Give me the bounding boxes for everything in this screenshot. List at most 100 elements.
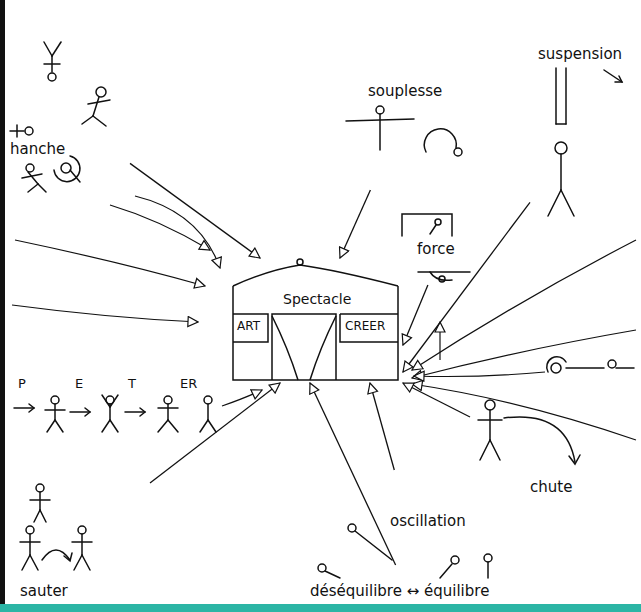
concept-arrow xyxy=(403,285,428,345)
hanche-figures xyxy=(22,174,42,178)
right-arrows xyxy=(412,240,636,370)
left-arrows xyxy=(222,390,262,406)
concept-text: force xyxy=(417,240,455,258)
equilibre-figures xyxy=(325,571,340,578)
concept-node: suspension xyxy=(530,45,627,230)
hanche-figures xyxy=(88,100,110,104)
rolling-figure xyxy=(551,363,561,373)
sequence-figures xyxy=(45,409,65,411)
sequence-figures xyxy=(14,395,216,432)
concept-text: oscillation xyxy=(390,512,466,530)
equilibre-figures xyxy=(440,564,452,578)
sequence-figures xyxy=(54,404,56,420)
force-figures xyxy=(430,225,436,234)
force-figures xyxy=(435,219,441,225)
chute-figure xyxy=(489,410,491,440)
tent-line xyxy=(272,316,336,380)
suspension-figure xyxy=(561,190,574,216)
hanche-figures xyxy=(26,164,34,172)
concept-node: souplesse xyxy=(330,80,460,190)
concept-node: oscillation xyxy=(345,470,470,565)
suspension-figure xyxy=(565,68,567,124)
sauter-figures xyxy=(26,526,34,534)
hanche-figures xyxy=(93,97,99,116)
sauter-figures xyxy=(36,484,44,492)
sauter-figures xyxy=(64,553,72,561)
hanche-figures xyxy=(28,172,38,184)
left-border-bar xyxy=(0,0,5,612)
chute-figure xyxy=(478,400,580,464)
chute-figure xyxy=(480,440,490,460)
sauter-figures xyxy=(20,484,92,570)
right-arrows xyxy=(412,330,636,378)
concept-text: sauter xyxy=(20,582,68,600)
tent-line xyxy=(340,314,398,342)
concept-arrow xyxy=(403,202,530,372)
sequence-figures xyxy=(110,420,118,432)
equilibre-figures xyxy=(451,556,459,564)
sauter-figures xyxy=(40,510,46,522)
sauter-figures xyxy=(29,534,31,555)
sequence-figures xyxy=(200,420,208,432)
sauter-figures xyxy=(22,555,30,570)
equilibre-figures xyxy=(487,562,489,578)
sequence-figures xyxy=(47,420,55,432)
souplesse-figures xyxy=(424,129,456,152)
sauter-figures xyxy=(78,526,86,534)
force-figures xyxy=(418,271,470,273)
tent-line xyxy=(233,265,398,286)
sauter-figures xyxy=(39,492,41,510)
chute-figure xyxy=(485,400,495,410)
hanche-figures xyxy=(61,163,71,173)
rolling-figure xyxy=(616,367,634,369)
equilibre-figures xyxy=(318,554,492,578)
chute-figure xyxy=(504,417,575,462)
right-arrows xyxy=(439,322,440,360)
souplesse-figures xyxy=(376,106,384,114)
chute-figure xyxy=(478,419,502,421)
concept-node: déséquilibre ↔ équilibre xyxy=(290,565,520,605)
souplesse-figures xyxy=(346,106,462,156)
sauter-figures xyxy=(30,555,38,570)
sequence-figures xyxy=(204,396,212,404)
right-arrows xyxy=(412,240,636,440)
sequence-figures xyxy=(208,420,216,432)
sequence-figures xyxy=(125,411,145,413)
hanche-figures xyxy=(70,170,80,182)
sequence-figures xyxy=(51,396,59,404)
sequence-letter: E xyxy=(75,376,83,392)
suspension-figure xyxy=(615,76,622,82)
concept-node: sauter xyxy=(10,470,150,604)
sequence-figures xyxy=(164,396,172,404)
sequence-figures xyxy=(167,404,169,420)
rolling-figure xyxy=(547,357,566,372)
sequence-figures xyxy=(110,395,118,407)
hanche-figures xyxy=(54,156,80,182)
force-figures xyxy=(430,272,452,280)
suspension-figure xyxy=(560,154,562,190)
concept-arrow xyxy=(340,190,370,258)
sauter-figures xyxy=(72,541,92,543)
tent-panel-text: ART xyxy=(237,319,260,333)
suspension-figure xyxy=(604,70,622,82)
tent-node: SpectacleARTCREER xyxy=(228,258,403,383)
left-arrows xyxy=(15,240,205,286)
sequence-figures xyxy=(158,407,178,409)
concept-text: souplesse xyxy=(368,82,442,100)
left-arrows xyxy=(135,196,220,268)
sequence-figures xyxy=(158,420,168,432)
tent-line xyxy=(233,314,268,342)
sauter-figures xyxy=(34,510,40,522)
sequence-figures xyxy=(70,411,90,413)
rolling-figure xyxy=(566,367,604,369)
sauter-figures xyxy=(82,555,90,570)
sequence-figures xyxy=(102,395,110,407)
sequence-letter: ER xyxy=(180,376,197,392)
hanche-figures xyxy=(48,73,56,81)
sequence-figures xyxy=(140,408,145,416)
tent-panel-text: CREER xyxy=(345,319,385,333)
sequence-figures xyxy=(207,404,209,420)
concept-arrow xyxy=(130,163,260,258)
hanche-figures xyxy=(44,42,52,56)
